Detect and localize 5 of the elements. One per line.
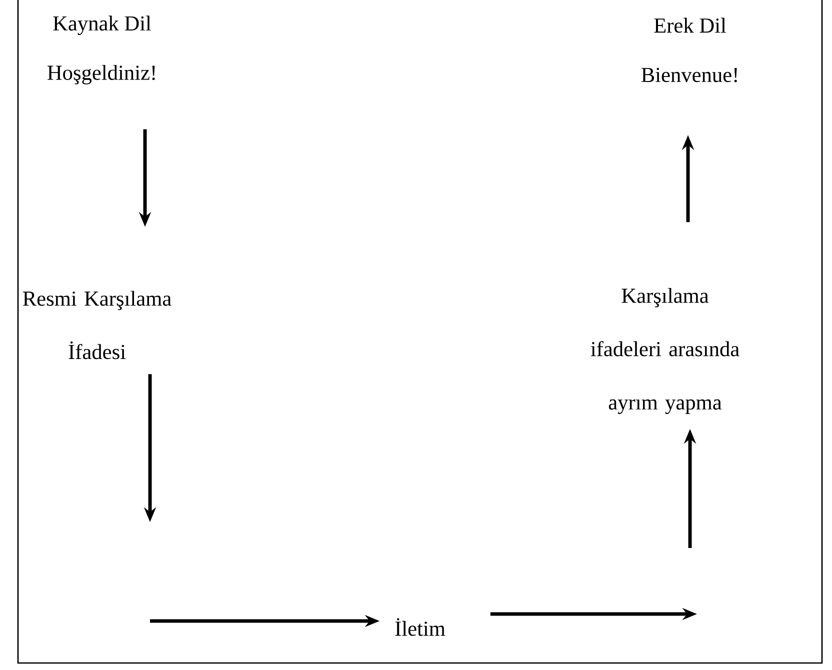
step-text: Resmi Karşılama İfadesi <box>22 290 172 360</box>
step-text: İletim <box>395 618 446 636</box>
heading-text: Kaynak Dil Hoşgeldiniz! <box>48 16 155 84</box>
step-text: Karşılama ifadeleri arasında ayrım yapma <box>590 288 740 414</box>
heading-text: Erek Dil Bienvenue! <box>641 18 737 82</box>
